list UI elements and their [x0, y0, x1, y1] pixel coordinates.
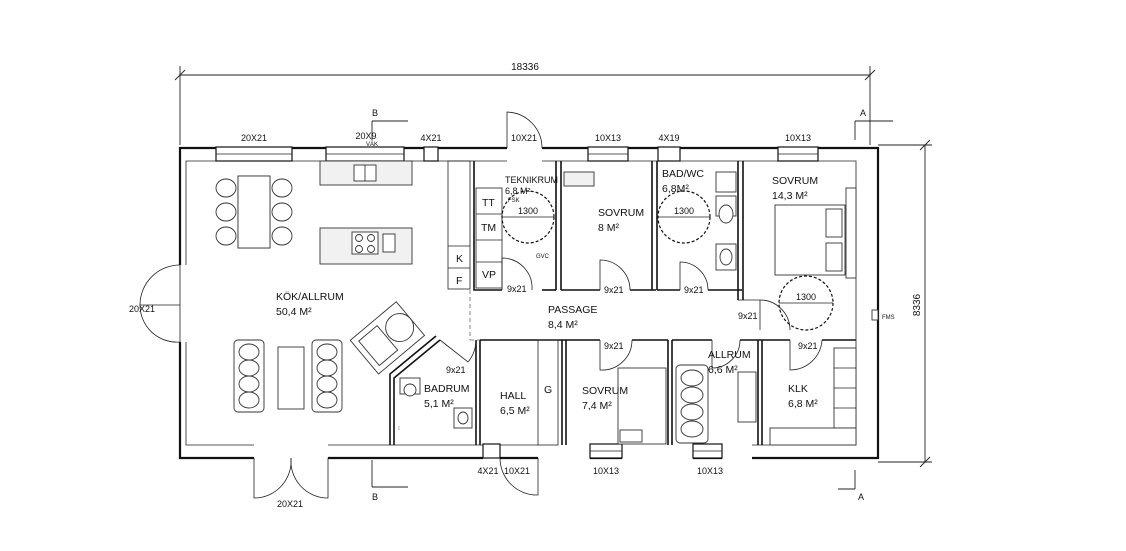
room-teknikrum-name: TEKNIKRUM — [505, 175, 558, 185]
section-marker-a-top: A — [854, 108, 893, 140]
svg-text:K: K — [456, 253, 463, 265]
dining-chairs — [215, 175, 293, 249]
exterior-doors — [139, 111, 543, 499]
svg-text:9x21: 9x21 — [798, 341, 818, 351]
room-teknikrum-area: 6,8 M² — [505, 186, 531, 196]
overall-height-dimension: 8336 — [878, 139, 932, 468]
svg-text:20X21: 20X21 — [277, 499, 303, 509]
svg-text:A: A — [858, 492, 864, 502]
room-sovrum2-area: 7,4 M² — [582, 400, 612, 412]
svg-text:9x21: 9x21 — [604, 341, 624, 351]
room-hall-name: HALL — [500, 390, 526, 402]
washing-machine — [715, 171, 737, 193]
wardrobe-master — [845, 187, 857, 279]
room-klk-name: KLK — [788, 383, 808, 395]
svg-text:A: A — [860, 108, 866, 118]
room-sovrum-master-area: 14,3 M² — [772, 190, 808, 202]
svg-text:10X21: 10X21 — [511, 133, 537, 143]
height-dimension-label: 8336 — [912, 293, 923, 316]
room-kok-name: KÖK/ALLRUM — [276, 291, 344, 303]
room-passage-area: 8,4 M² — [548, 319, 578, 331]
svg-text:4X21: 4X21 — [420, 133, 441, 143]
room-sovrum1-area: 8 M² — [598, 222, 620, 234]
overall-width-dimension: 18336 — [174, 62, 876, 145]
svg-text:G: G — [544, 384, 552, 396]
interior-walls — [389, 160, 856, 446]
room-badwc-name: BAD/WC — [662, 168, 704, 180]
svg-text:F: F — [456, 275, 462, 287]
svg-text:⁝: ⁝ — [398, 426, 400, 432]
outer-walls — [178, 146, 880, 460]
section-marker-b-bottom: B — [371, 460, 408, 502]
svg-text:4X19: 4X19 — [658, 133, 679, 143]
armchair — [349, 301, 426, 375]
coffee-table — [277, 346, 305, 410]
svg-text:9x21: 9x21 — [604, 285, 624, 295]
windows: 20X21 20X9 VÄK 4X21 10X21 10X13 4X19 10X… — [129, 131, 819, 509]
svg-text:TT: TT — [482, 197, 495, 209]
door-labels: 9x21 9x21 9x21 9x21 9x21 9x21 9x21 — [446, 284, 818, 375]
svg-text:10X13: 10X13 — [697, 466, 723, 476]
room-badrum-area: 5,1 M² — [424, 398, 454, 410]
svg-text:9x21: 9x21 — [507, 284, 527, 294]
svg-text:10X13: 10X13 — [785, 133, 811, 143]
room-sovrum2-name: SOVRUM — [582, 385, 628, 397]
room-allrum-area: 6,6 M² — [708, 364, 738, 376]
svg-text:1300: 1300 — [674, 206, 694, 216]
svg-text:9x21: 9x21 — [446, 365, 466, 375]
svg-text:B: B — [372, 108, 378, 118]
svg-text:FSK: FSK — [508, 198, 520, 204]
teknik-equipment — [563, 171, 595, 187]
svg-text:VP: VP — [482, 269, 496, 281]
turning-circles: 1300 1300 1300 — [501, 190, 834, 331]
kitchen-sink-island — [382, 233, 396, 253]
svg-text:9x21: 9x21 — [684, 285, 704, 295]
window-top-3 — [423, 146, 439, 162]
svg-text:TM: TM — [481, 222, 496, 234]
svg-text:9x21: 9x21 — [738, 311, 758, 321]
allrum-shelf — [737, 371, 757, 423]
room-badrum-name: BADRUM — [424, 383, 470, 395]
room-klk-area: 6,8 M² — [788, 398, 818, 410]
svg-text:GVC: GVC — [536, 254, 550, 260]
allrum-sofa — [675, 364, 709, 444]
svg-text:1300: 1300 — [796, 292, 816, 302]
room-kok-area: 50,4 M² — [276, 306, 312, 318]
svg-text:B: B — [372, 492, 378, 502]
toilet — [718, 204, 734, 224]
svg-text:20X21: 20X21 — [241, 133, 267, 143]
room-passage-name: PASSAGE — [548, 304, 597, 316]
room-sovrum-master-name: SOVRUM — [772, 175, 818, 187]
room-allrum-name: ALLRUM — [708, 349, 751, 361]
svg-text:20X21: 20X21 — [129, 304, 155, 314]
closet-labels: TT TM VP K F G — [456, 197, 552, 396]
window-top-6 — [657, 146, 681, 162]
svg-text:10X13: 10X13 — [595, 133, 621, 143]
svg-text:20X9: 20X9 — [355, 131, 376, 141]
svg-text:VÄK: VÄK — [366, 141, 378, 148]
room-sovrum1-name: SOVRUM — [598, 207, 644, 219]
interior-door-swings — [439, 257, 823, 371]
svg-text:10X21: 10X21 — [504, 466, 530, 476]
room-labels: KÖK/ALLRUM 50,4 M² TEKNIKRUM 6,8 M² SOVR… — [276, 168, 818, 417]
svg-text:4X21: 4X21 — [477, 466, 498, 476]
section-marker-b-top: B — [371, 108, 408, 140]
svg-text:10X13: 10X13 — [593, 466, 619, 476]
svg-text:FMS: FMS — [882, 315, 895, 321]
room-badwc-area: 6,8M² — [662, 183, 689, 195]
svg-text:1300: 1300 — [518, 206, 538, 216]
furniture: FSK GVC ⁝ — [215, 160, 895, 446]
sofa-left — [233, 339, 265, 413]
width-dimension-label: 18336 — [511, 62, 539, 73]
room-hall-area: 6,5 M² — [500, 405, 530, 417]
section-marker-a-bottom: A — [838, 470, 864, 502]
sofa-right — [311, 339, 343, 413]
